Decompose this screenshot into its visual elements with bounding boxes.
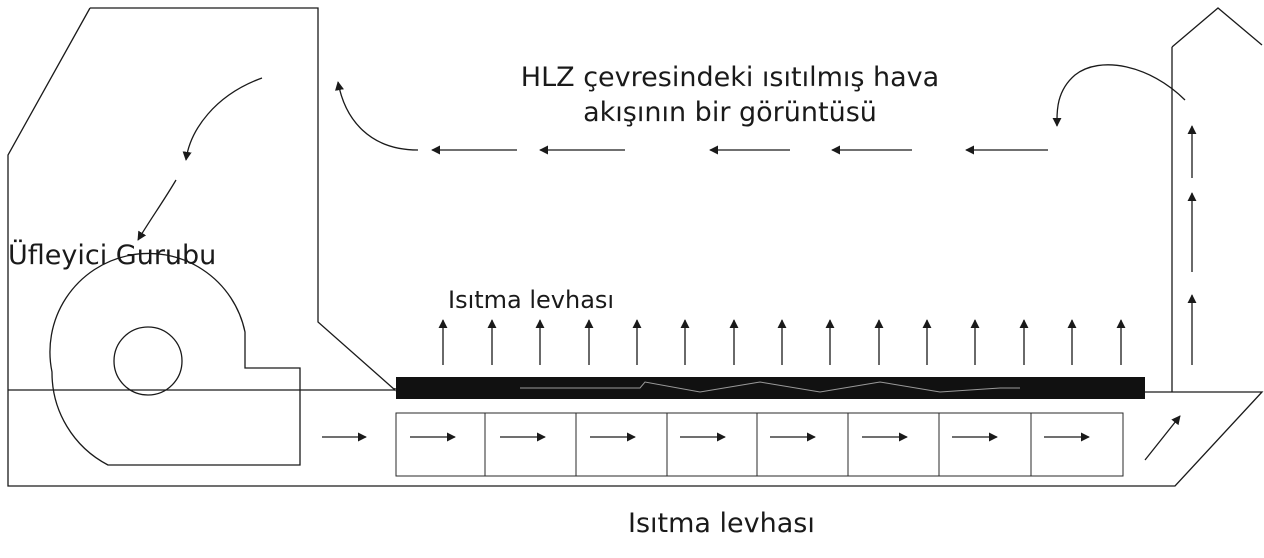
heating-plate-label-top: Isıtma levhası: [448, 286, 615, 314]
diagram-title: HLZ çevresindeki ısıtılmış hava akışının…: [470, 60, 990, 130]
heating-plate-label-bottom: Isıtma levhası: [628, 508, 815, 539]
blower-group-label: Üfleyici Gurubu: [8, 240, 217, 271]
upward-heat-arrows: [438, 319, 1126, 365]
heating-plate: [396, 377, 1145, 399]
duct-cells: [395, 412, 1124, 477]
title-line-1: HLZ çevresindeki ısıtılmış hava: [520, 62, 940, 93]
title-line-2: akışının bir görüntüsü: [583, 97, 877, 128]
blower-housing: [7, 7, 1264, 487]
blower-fan-circle: [113, 326, 183, 396]
duct-flow-arrows: [322, 415, 1181, 461]
right-chimney: [1171, 7, 1263, 392]
return-flow-arrows: [137, 64, 1186, 241]
